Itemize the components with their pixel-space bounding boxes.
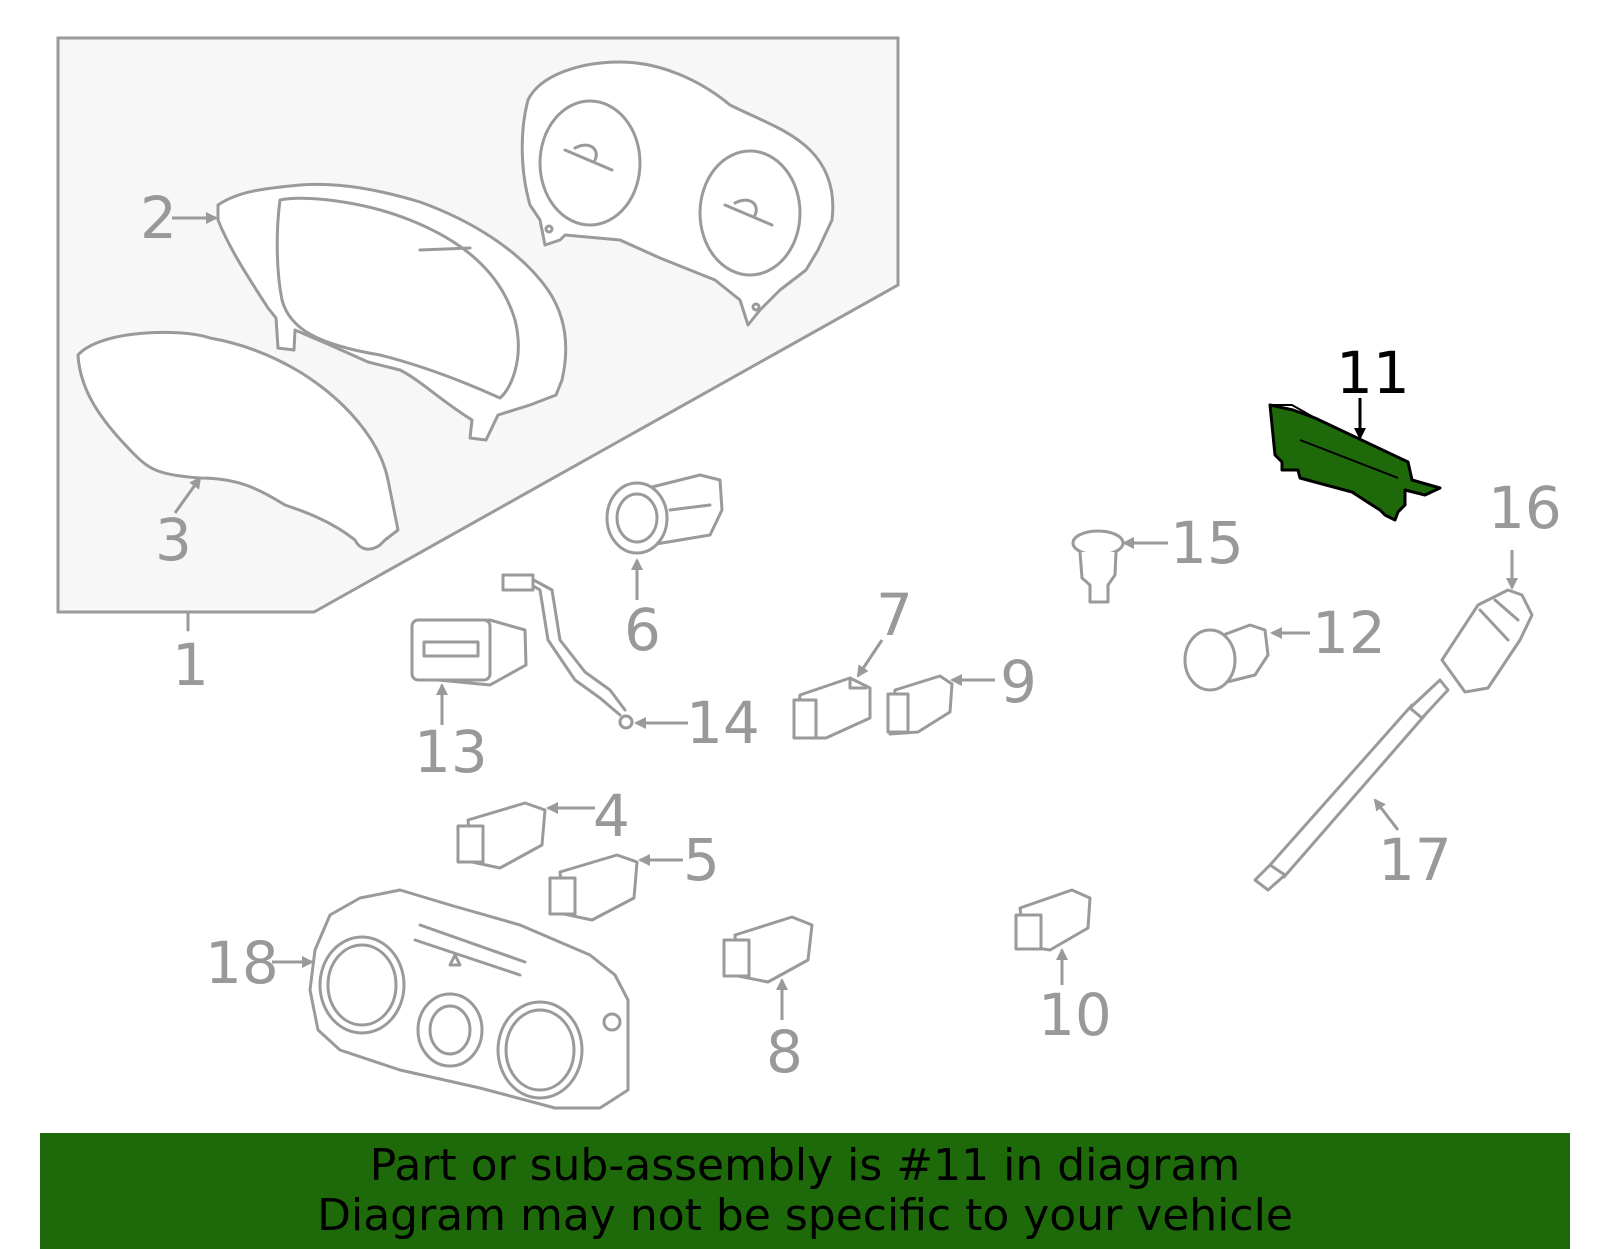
part-16-sensor[interactable]: [1440, 588, 1534, 694]
part-6-power-outlet[interactable]: [605, 473, 724, 555]
label-7: 7: [876, 581, 913, 649]
part-10-switch[interactable]: [1014, 888, 1092, 952]
label-14: 14: [686, 689, 760, 757]
label-13: 13: [414, 718, 488, 786]
info-banner: Part or sub-assembly is #11 in diagram D…: [40, 1133, 1570, 1249]
label-18: 18: [205, 929, 279, 997]
part-1-gauge-faceplate[interactable]: [520, 60, 835, 327]
part-7-switch[interactable]: [792, 676, 872, 740]
part-4-switch[interactable]: [456, 801, 547, 870]
part-13-connector[interactable]: [410, 618, 528, 687]
label-8: 8: [766, 1018, 803, 1086]
part-11-module-highlighted[interactable]: [1268, 403, 1442, 522]
part-5-switch[interactable]: [548, 853, 639, 922]
label-17: 17: [1378, 826, 1452, 894]
banner-line-1: Part or sub-assembly is #11 in diagram: [369, 1140, 1241, 1191]
label-2: 2: [140, 184, 177, 252]
part-15-clip[interactable]: [1071, 529, 1125, 604]
part-18-climate-control-panel[interactable]: [308, 888, 630, 1110]
label-12: 12: [1312, 599, 1386, 667]
part-8-switch[interactable]: [722, 915, 814, 984]
label-9: 9: [1000, 648, 1037, 716]
label-10: 10: [1038, 981, 1112, 1049]
part-17-rod[interactable]: [1253, 678, 1450, 892]
label-4: 4: [593, 782, 630, 850]
part-9-switch[interactable]: [886, 674, 954, 736]
label-15: 15: [1170, 509, 1244, 577]
label-6: 6: [624, 596, 661, 664]
label-16: 16: [1488, 474, 1562, 542]
part-12-socket[interactable]: [1183, 623, 1270, 692]
label-1: 1: [172, 631, 209, 699]
label-5: 5: [683, 826, 720, 894]
label-3: 3: [155, 506, 192, 574]
part-2-cluster-housing[interactable]: [216, 182, 568, 442]
banner-line-2: Diagram may not be specific to your vehi…: [317, 1190, 1293, 1241]
part-3-lens[interactable]: [76, 330, 400, 551]
label-11: 11: [1336, 339, 1410, 407]
part-14-wire-harness[interactable]: [501, 573, 634, 730]
